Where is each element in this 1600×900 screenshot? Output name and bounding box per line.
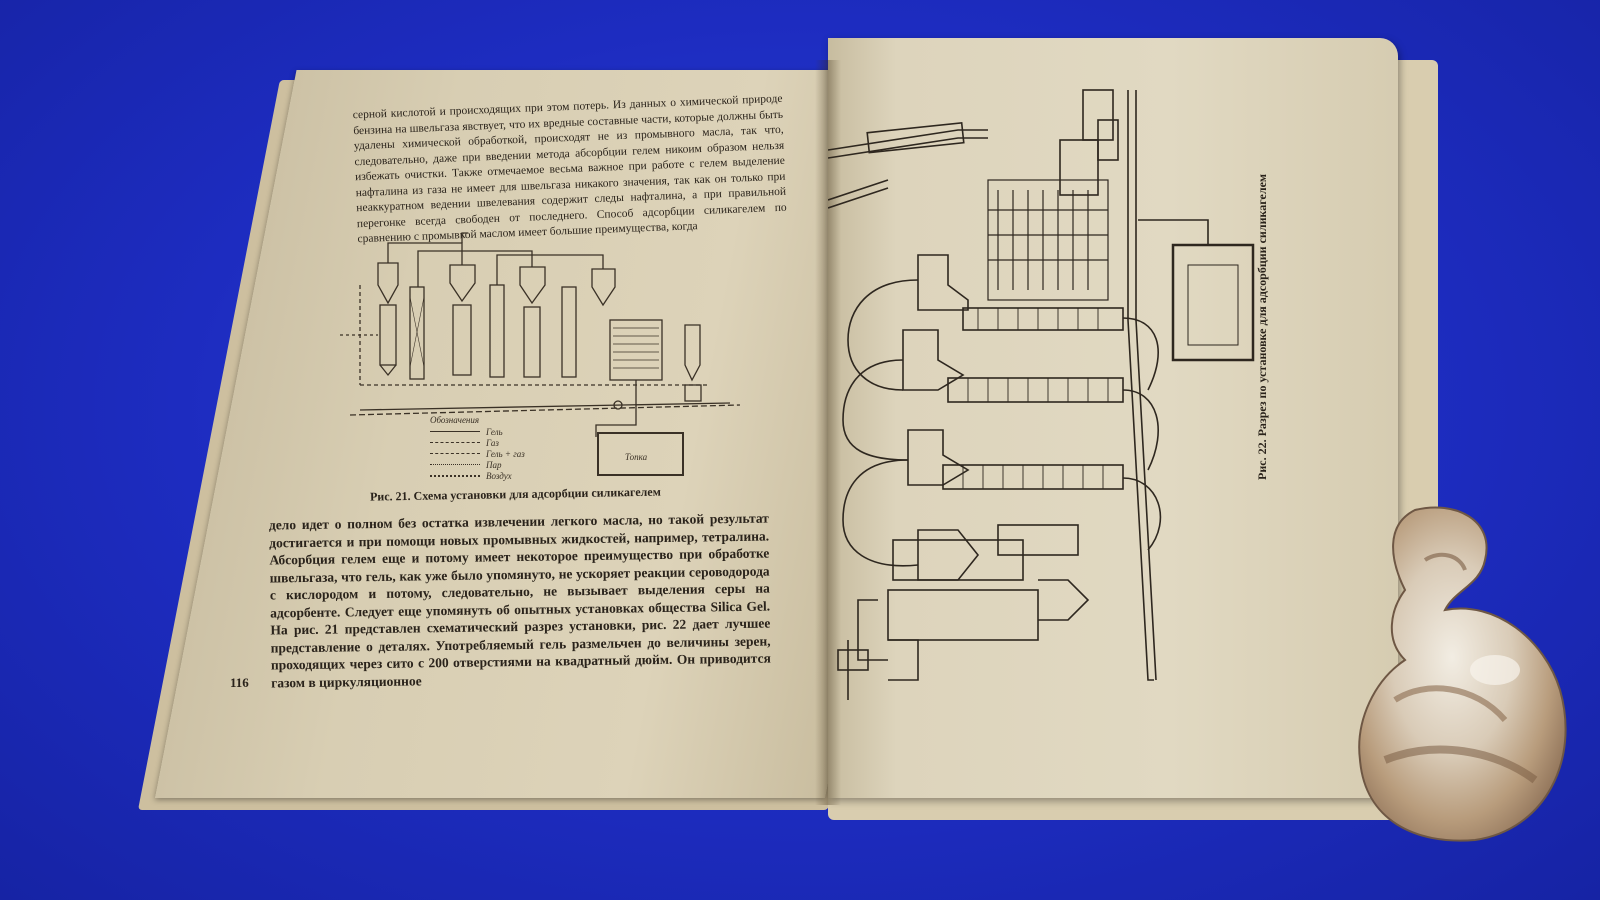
column-1 (377, 262, 399, 377)
legend-label: Газ (486, 437, 499, 448)
figure-22-caption: Рис. 22. Разрез по установке для адсорбц… (1255, 173, 1269, 480)
book-gutter (815, 60, 841, 805)
left-page-bottom-text: дело идет о полном без остатка извлечени… (268, 510, 771, 690)
page-number: 116 (230, 675, 249, 690)
column-4 (489, 284, 505, 378)
figure-21-schematic: Топка (340, 232, 741, 476)
column-7 (591, 268, 616, 307)
legend-row: Пар (430, 459, 590, 470)
figure-22-drawing (828, 89, 1255, 700)
legend-row: Гель (430, 426, 590, 437)
legend-row: Воздух (430, 470, 590, 481)
furnace-box (597, 432, 684, 476)
column-6 (561, 286, 577, 378)
legend-row: Гель + газ (430, 448, 590, 459)
legend-label: Гель + газ (486, 448, 525, 459)
column-2 (409, 286, 425, 380)
cyclone-3 (907, 429, 970, 486)
furnace-label: Топка (625, 452, 648, 462)
cyclone-2 (902, 329, 965, 391)
legend-label: Воздух (486, 470, 512, 481)
column-3 (449, 264, 476, 376)
legend-label: Пар (486, 459, 502, 470)
legend-row: Газ (430, 437, 590, 448)
cooler (609, 319, 663, 381)
legend-label: Гель (486, 426, 503, 437)
column-5 (519, 266, 546, 378)
stone-figurine (1358, 506, 1567, 842)
figure-21-legend: Обозначения Гель Газ Гель + газ Пар Возд… (430, 415, 590, 481)
cyclone-1 (917, 254, 969, 311)
legend-title: Обозначения (430, 415, 480, 425)
right-page (828, 38, 1398, 798)
